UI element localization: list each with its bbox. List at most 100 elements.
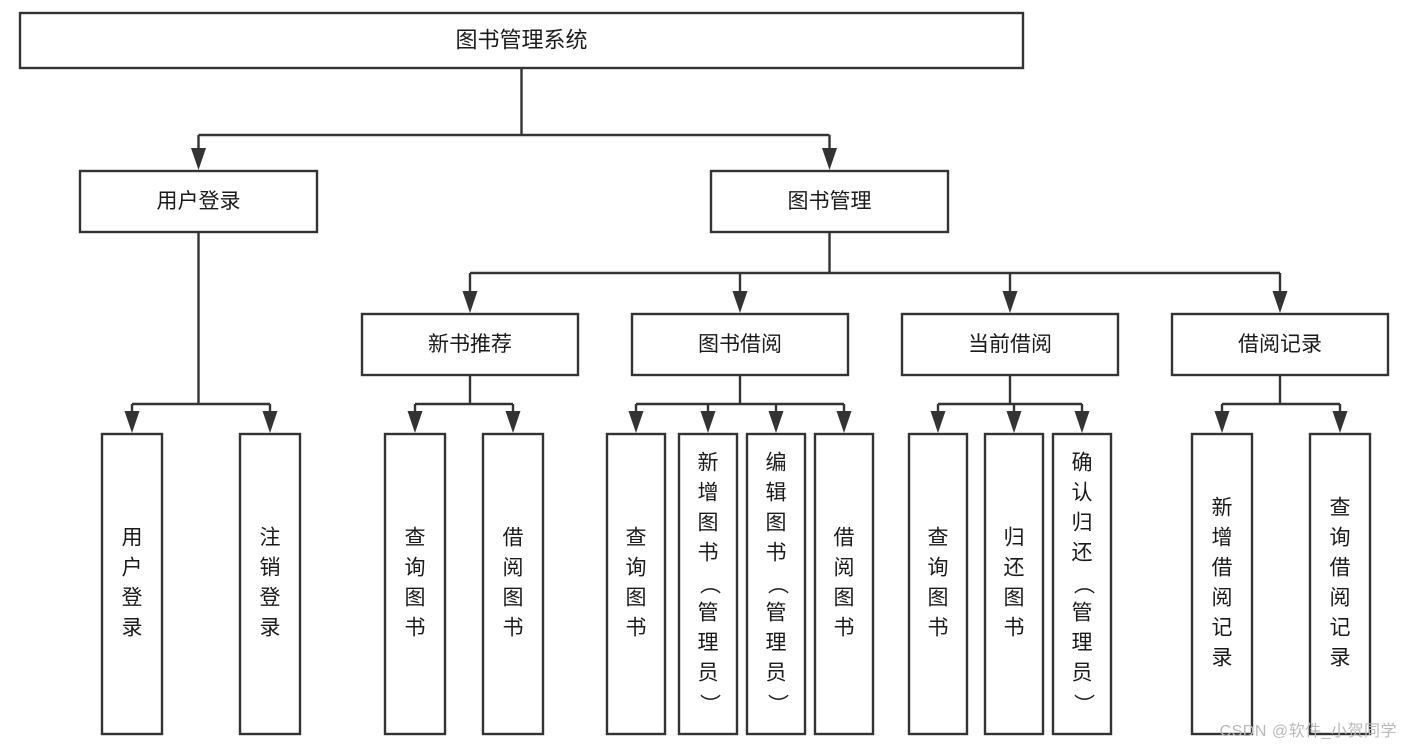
node-label-char: 销 bbox=[260, 557, 281, 580]
node-label-char: 户 bbox=[122, 557, 143, 580]
node-label-borrow-record: 借阅记录 bbox=[1238, 333, 1322, 356]
node-box-root bbox=[18, 11, 1025, 70]
node-label-char: 理 bbox=[766, 632, 787, 655]
node-label-char: 录 bbox=[260, 617, 281, 640]
node-label-char: 询 bbox=[1330, 527, 1351, 550]
node-label-char: 借 bbox=[1330, 557, 1351, 580]
arrow-head-icon bbox=[700, 411, 716, 433]
node-label-char: 书 bbox=[503, 617, 524, 640]
arrow-head-icon bbox=[1002, 291, 1018, 313]
node-label-char: 编 bbox=[766, 452, 787, 475]
node-label-char: 借 bbox=[503, 527, 524, 550]
node-label-char: 确 bbox=[1072, 452, 1093, 475]
node-label-char: （ bbox=[697, 574, 720, 595]
node-label-new-book-rec: 新书推荐 bbox=[428, 333, 512, 356]
node-box-leaf-query-record bbox=[1308, 432, 1372, 736]
node-label-char: 查 bbox=[626, 527, 647, 550]
arrow-head-icon bbox=[628, 411, 644, 433]
arrow-head-icon bbox=[768, 411, 784, 433]
node-label-char: 查 bbox=[405, 527, 426, 550]
node-label-char: 注 bbox=[260, 527, 281, 550]
node-leaf-user-login[interactable]: 用户登录 bbox=[100, 432, 164, 736]
node-box-book-manage bbox=[709, 169, 950, 234]
node-label-char: 员 bbox=[1072, 662, 1093, 685]
node-box-leaf-borrow-book bbox=[813, 432, 875, 736]
node-label-char: 用 bbox=[122, 527, 143, 550]
node-label-char: 管 bbox=[766, 602, 787, 625]
node-box-leaf-confirm-return bbox=[1051, 432, 1113, 736]
node-label-char: 增 bbox=[698, 482, 719, 505]
node-label-char: 询 bbox=[405, 557, 426, 580]
node-label-char: 认 bbox=[1072, 482, 1093, 505]
node-book-borrow[interactable]: 图书借阅 bbox=[630, 312, 850, 377]
node-label-char: 录 bbox=[122, 617, 143, 640]
node-box-current-borrow bbox=[900, 312, 1120, 377]
node-label-char: 书 bbox=[928, 617, 949, 640]
node-label-char: 查 bbox=[1330, 497, 1351, 520]
node-label-char: 询 bbox=[928, 557, 949, 580]
node-box-leaf-user-login bbox=[100, 432, 164, 736]
node-label-char: ） bbox=[697, 694, 720, 715]
connectors-layer bbox=[124, 68, 1348, 433]
node-label-char: 员 bbox=[766, 662, 787, 685]
node-label-char: 管 bbox=[1072, 602, 1093, 625]
node-label-user-login: 用户登录 bbox=[157, 190, 241, 213]
node-label-char: 记 bbox=[1212, 617, 1233, 640]
node-box-leaf-return-book bbox=[983, 432, 1045, 736]
arrow-head-icon bbox=[1006, 411, 1022, 433]
arrow-head-icon bbox=[822, 148, 837, 170]
node-book-manage[interactable]: 图书管理 bbox=[709, 169, 950, 234]
node-label-char: 书 bbox=[405, 617, 426, 640]
node-label-char: 辑 bbox=[766, 482, 787, 505]
node-new-book-rec[interactable]: 新书推荐 bbox=[360, 312, 580, 377]
node-current-borrow[interactable]: 当前借阅 bbox=[900, 312, 1120, 377]
node-box-leaf-logout bbox=[238, 432, 302, 736]
node-label-char: 阅 bbox=[1212, 587, 1233, 610]
node-borrow-record[interactable]: 借阅记录 bbox=[1170, 312, 1390, 377]
node-label-char: 新 bbox=[698, 452, 719, 475]
arrow-head-icon bbox=[836, 411, 852, 433]
node-label-char: 录 bbox=[1330, 647, 1351, 670]
node-label-char: 阅 bbox=[503, 557, 524, 580]
node-box-leaf-edit-book bbox=[745, 432, 807, 736]
node-box-borrow-record bbox=[1170, 312, 1390, 377]
node-label-char: 图 bbox=[405, 587, 426, 610]
node-label-char: 管 bbox=[698, 602, 719, 625]
node-label-char: 员 bbox=[698, 662, 719, 685]
node-label-char: 书 bbox=[766, 542, 787, 565]
node-label-char: 书 bbox=[1004, 617, 1025, 640]
node-box-new-book-rec bbox=[360, 312, 580, 377]
node-root[interactable]: 图书管理系统 bbox=[18, 11, 1025, 70]
node-user-login[interactable]: 用户登录 bbox=[78, 169, 319, 234]
node-label-char: 书 bbox=[698, 542, 719, 565]
node-box-leaf-query-book-rec bbox=[383, 432, 447, 736]
node-label-char: （ bbox=[1071, 574, 1094, 595]
arrow-head-icon bbox=[505, 411, 521, 433]
node-label-char: 登 bbox=[122, 587, 143, 610]
node-label-char: 借 bbox=[834, 527, 855, 550]
node-label-char: 借 bbox=[1212, 557, 1233, 580]
node-label-char: 询 bbox=[626, 557, 647, 580]
node-label-char: 录 bbox=[1212, 647, 1233, 670]
arrow-head-icon bbox=[462, 291, 478, 313]
arrow-head-icon bbox=[1332, 411, 1348, 433]
arrow-head-icon bbox=[1214, 411, 1230, 433]
node-label-char: ） bbox=[765, 694, 788, 715]
node-label-char: 书 bbox=[834, 617, 855, 640]
node-box-leaf-add-record bbox=[1190, 432, 1254, 736]
node-box-leaf-query-book-cur bbox=[907, 432, 969, 736]
